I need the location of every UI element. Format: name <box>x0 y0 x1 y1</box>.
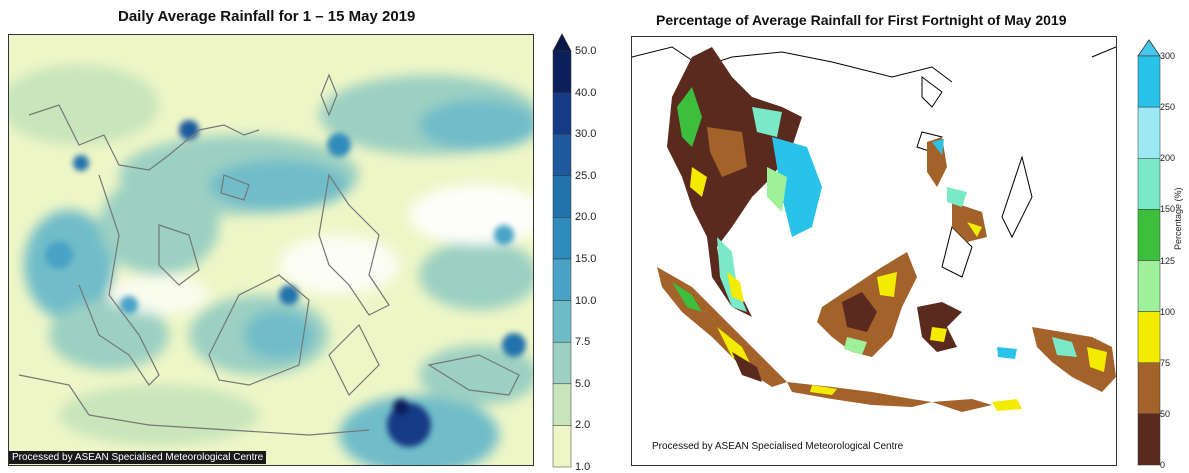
java-islands <box>787 382 1022 412</box>
left-colorbar-block-2 <box>552 133 572 177</box>
left-colorbar-blocks <box>552 50 572 468</box>
left-colorbar-block-1 <box>552 92 572 135</box>
right-colorbar <box>1137 39 1161 466</box>
left-colorbar-tick-label: 20.0 <box>575 211 597 224</box>
left-colorbar-block-3 <box>552 175 572 218</box>
right-colorbar-block-2 <box>1137 158 1161 210</box>
left-colorbar-tick-label: 5.0 <box>575 377 591 390</box>
left-colorbar-tick-label: 40.0 <box>575 86 597 99</box>
left-colorbar-block-7 <box>552 341 572 385</box>
left-colorbar-block-0 <box>552 50 572 93</box>
right-colorbar-block-7 <box>1137 413 1161 466</box>
left-colorbar-tick-label: 2.0 <box>575 419 591 432</box>
coastlines <box>18 73 520 436</box>
right-colorbar-tick-label: 150 <box>1160 204 1176 215</box>
right-colorbar-block-4 <box>1137 260 1161 312</box>
right-percentage-map <box>631 36 1117 466</box>
right-colorbar-graphic <box>1137 39 1161 466</box>
left-colorbar-tick-label: 15.0 <box>575 253 597 265</box>
left-colorbar <box>552 33 572 468</box>
left-colorbar-block-8 <box>552 383 572 426</box>
left-rainfall-map <box>8 34 534 466</box>
left-map-credit: Processed by ASEAN Specialised Meteorolo… <box>9 451 267 464</box>
left-colorbar-tick-label: 10.0 <box>575 294 597 307</box>
left-colorbar-block-6 <box>552 300 572 343</box>
right-colorbar-block-1 <box>1137 106 1161 159</box>
right-colorbar-tick-label: 75 <box>1160 357 1171 368</box>
new-guinea <box>997 327 1116 392</box>
right-colorbar-tick-label: 250 <box>1160 102 1176 113</box>
rainfall-field <box>9 65 533 465</box>
right-colorbar-tick-label: 100 <box>1160 306 1176 317</box>
left-colorbar-tick-label: 50.0 <box>575 45 597 57</box>
left-colorbar-tick-label: 1.0 <box>575 461 591 473</box>
left-colorbar-block-5 <box>552 258 572 301</box>
left-colorbar-extend-arrow <box>552 33 572 52</box>
right-colorbar-tick-label: 50 <box>1160 408 1171 419</box>
left-colorbar-block-4 <box>552 217 572 260</box>
left-colorbar-block-9 <box>552 425 572 468</box>
right-colorbar-block-0 <box>1137 55 1161 108</box>
heavy-rainfall-cores <box>45 120 526 447</box>
borneo <box>817 252 917 357</box>
left-map-graphic <box>9 35 533 465</box>
right-colorbar-tick-label: 300 <box>1160 51 1176 61</box>
left-map-title: Daily Average Rainfall for 1 – 15 May 20… <box>118 8 416 25</box>
sulawesi-philippines <box>917 137 987 352</box>
left-colorbar-tick-label: 30.0 <box>575 128 597 141</box>
right-colorbar-tick-label: 0 <box>1160 460 1166 470</box>
right-map-credit: Processed by ASEAN Specialised Meteorolo… <box>652 441 904 452</box>
right-colorbar-block-6 <box>1137 362 1161 415</box>
right-map-title: Percentage of Average Rainfall for First… <box>656 12 1067 28</box>
right-colorbar-block-3 <box>1137 209 1161 261</box>
left-colorbar-tick-label: 25.0 <box>575 169 597 182</box>
right-colorbar-tick-label: 125 <box>1160 255 1176 266</box>
left-colorbar-graphic <box>552 33 572 468</box>
sumatra <box>657 267 787 387</box>
mainland-regions <box>667 47 822 317</box>
right-colorbar-block-5 <box>1137 311 1161 363</box>
right-map-graphic <box>632 37 1116 465</box>
right-colorbar-tick-label: 200 <box>1160 153 1176 164</box>
left-colorbar-tick-label: 7.5 <box>575 336 591 349</box>
right-colorbar-label: Percentage (%) <box>1173 187 1183 250</box>
right-colorbar-blocks <box>1137 55 1161 466</box>
right-colorbar-extend-arrow <box>1137 39 1161 57</box>
